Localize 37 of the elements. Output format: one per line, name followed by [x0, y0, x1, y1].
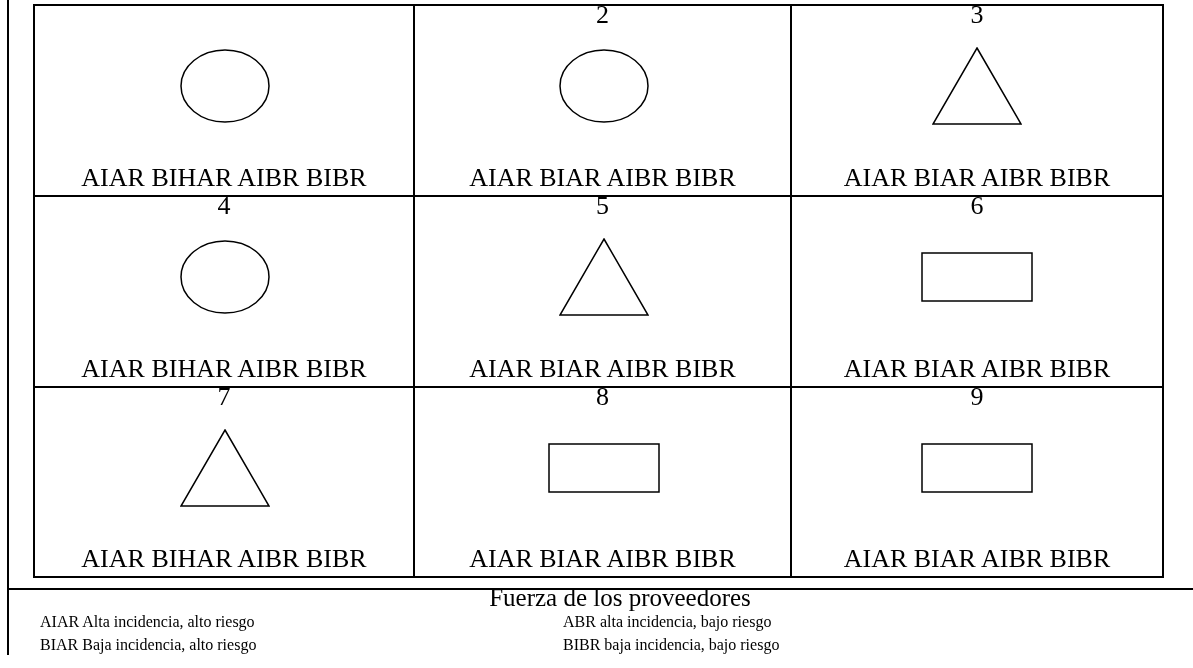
axis-title: Fuerza de los proveedores: [488, 583, 752, 613]
circle-shape: [180, 49, 270, 123]
cell-number: 5: [595, 191, 610, 221]
risk-codes: AIAR BIAR AIBR BIBR: [468, 544, 737, 574]
cell-number: 4: [216, 191, 232, 221]
box-shape: [921, 252, 1033, 302]
matrix-cell: [35, 6, 415, 197]
legend-note: ABR alta incidencia, bajo riesgo: [563, 612, 772, 632]
triangle-shape: [932, 47, 1022, 125]
legend-note: BIBR baja incidencia, bajo riesgo: [563, 635, 780, 655]
cell-number: 2: [595, 0, 610, 30]
legend-note: AIAR Alta incidencia, alto riesgo: [40, 612, 255, 632]
triangle-shape: [180, 429, 270, 507]
risk-codes: AIAR BIAR AIBR BIBR: [842, 163, 1112, 193]
box-shape: [921, 443, 1033, 493]
matrix-cell: [792, 197, 1162, 388]
legend-note: BIAR Baja incidencia, alto riesgo: [40, 635, 257, 655]
cell-number: 7: [216, 382, 232, 412]
cell-number: 9: [969, 382, 985, 412]
box-shape: [547, 443, 660, 493]
matrix-cell: [35, 197, 415, 388]
risk-codes: AIAR BIHAR AIBR BIBR: [80, 163, 368, 193]
matrix-cell: [415, 6, 792, 197]
risk-codes: AIAR BIHAR AIBR BIBR: [80, 354, 368, 384]
risk-codes: AIAR BIAR AIBR BIBR: [468, 163, 737, 193]
risk-codes: AIAR BIAR AIBR BIBR: [842, 354, 1112, 384]
circle-shape: [180, 240, 270, 314]
risk-codes: AIAR BIAR AIBR BIBR: [842, 544, 1112, 574]
cell-number: 8: [595, 382, 610, 412]
cell-number: 6: [969, 191, 985, 221]
risk-codes: AIAR BIAR AIBR BIBR: [468, 354, 737, 384]
circle-shape: [558, 49, 649, 123]
cell-number: 3: [969, 0, 985, 30]
matrix-cell: [792, 6, 1162, 197]
triangle-shape: [558, 238, 649, 316]
matrix-cell: [415, 197, 792, 388]
risk-codes: AIAR BIHAR AIBR BIBR: [80, 544, 368, 574]
